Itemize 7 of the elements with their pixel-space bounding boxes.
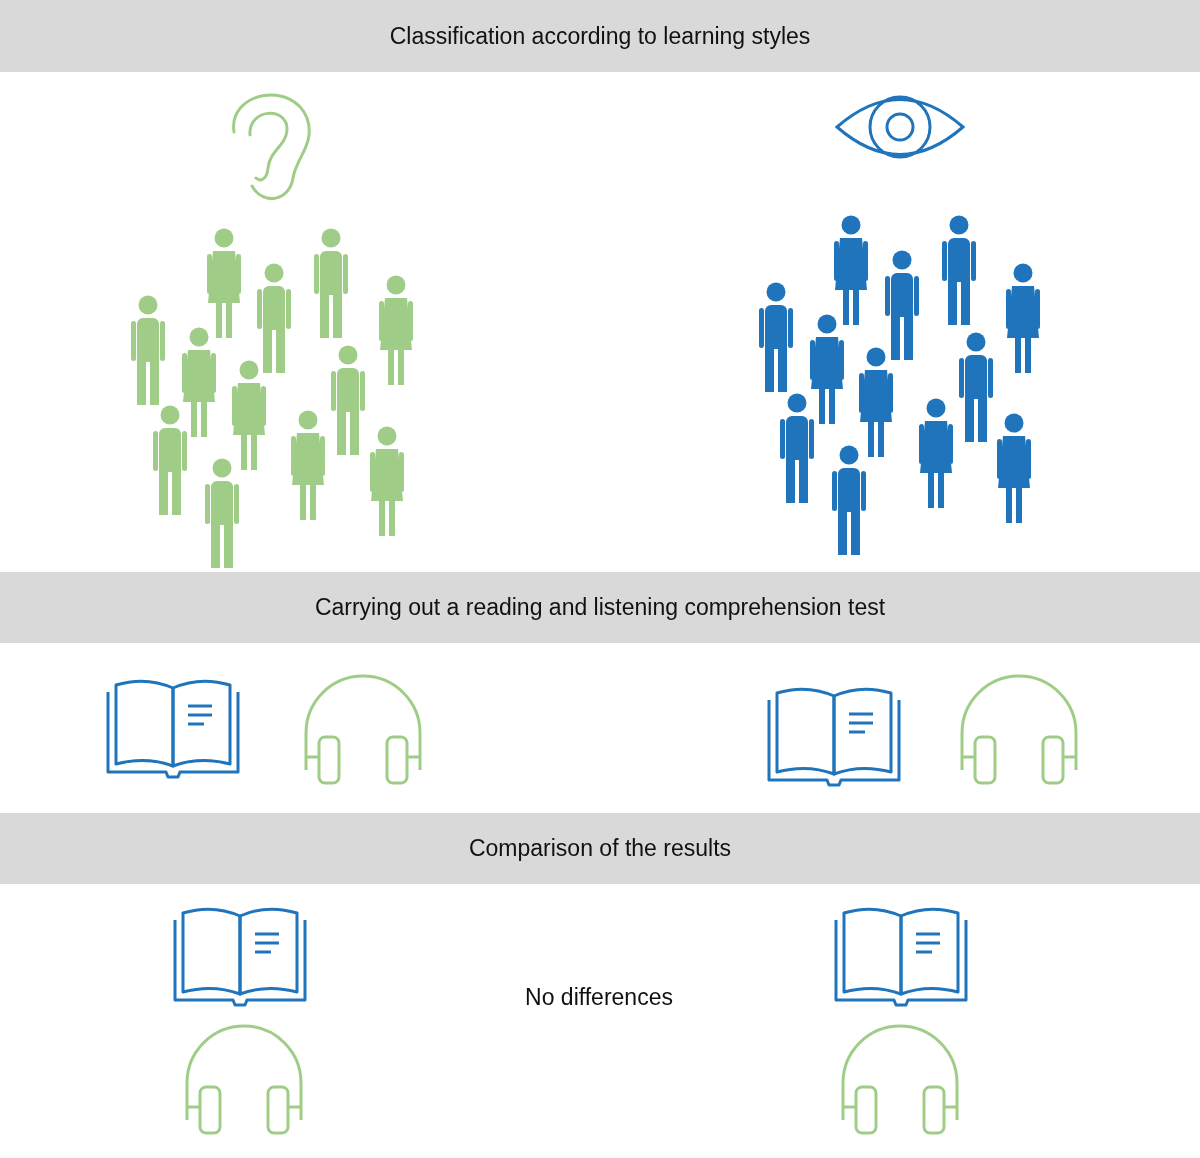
result-text: No differences — [525, 983, 673, 1011]
section-heading: Comparison of the results — [468, 835, 732, 862]
section-band — [0, 572, 1200, 643]
section-heading: Classification according to learning styles — [389, 22, 811, 50]
section-band — [0, 0, 1200, 72]
section-band — [0, 813, 1200, 884]
section-heading: Carrying out a reading and listening comprehension test — [314, 594, 886, 621]
